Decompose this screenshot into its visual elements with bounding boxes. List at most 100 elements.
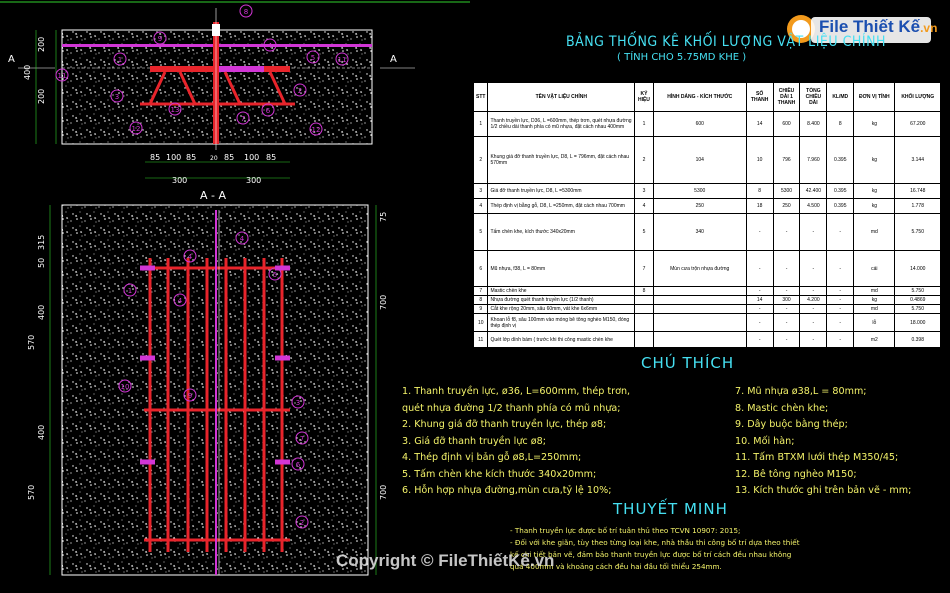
dim-20: 20 bbox=[210, 155, 218, 162]
cell-khoi: 14.000 bbox=[894, 250, 941, 288]
cell-name: Thanh truyền lực, D36, L =600mm, thép tr… bbox=[487, 111, 636, 137]
cell-kl: - bbox=[826, 213, 855, 252]
callout-b-10: 10 bbox=[121, 383, 130, 391]
cell-shape: Mùn cưa trộn nhựa đường bbox=[652, 250, 747, 288]
callout-8: 8 bbox=[244, 8, 248, 16]
cell-kl: 8 bbox=[826, 111, 855, 137]
cell-name: Tấm chèn khe, kích thước 340x20mm bbox=[487, 213, 636, 252]
cell-tong: 4.200 bbox=[799, 295, 828, 306]
cell-ky bbox=[634, 295, 654, 306]
cell-stt: 5 bbox=[472, 213, 489, 252]
cell-name: Mũ nhựa, f38, L = 80mm bbox=[487, 250, 636, 288]
notes-right-line: 13. Kích thước ghi trên bản vẽ - mm; bbox=[735, 485, 912, 496]
cell-tong: 42.400 bbox=[799, 182, 828, 199]
cell-stt: 10 bbox=[472, 313, 489, 333]
callout-b-4b: 4 bbox=[188, 253, 193, 261]
callout-2: 2 bbox=[298, 87, 302, 95]
cell-ky: 3 bbox=[634, 182, 654, 199]
cell-name: Thép định vị bằng gỗ, D8, L =250mm, đặt … bbox=[487, 197, 636, 215]
callout-1: 1 bbox=[118, 56, 122, 64]
cell-shape bbox=[652, 295, 747, 306]
dim-85a: 85 bbox=[150, 153, 160, 162]
callout-11b: 11 bbox=[338, 56, 347, 64]
logo-text: File Thiết Kế bbox=[819, 17, 921, 36]
callout-7: 7 bbox=[241, 115, 245, 123]
dim-85d: 85 bbox=[266, 153, 276, 162]
callout-b-1: 1 bbox=[128, 287, 132, 295]
cell-dv: kg bbox=[853, 197, 896, 215]
cell-dai: - bbox=[772, 304, 801, 315]
th-shape: HÌNH DÁNG - KÍCH THƯỚC bbox=[652, 82, 747, 112]
th-dv: ĐƠN VỊ TÍNH bbox=[853, 82, 896, 112]
callout-3: 3 bbox=[115, 93, 119, 101]
cell-name: Khung giá đỡ thanh truyền lực, D8, L = 7… bbox=[487, 135, 636, 184]
cell-ky: 7 bbox=[634, 250, 654, 288]
cell-dv: m2 bbox=[853, 331, 896, 348]
cell-khoi: 0.4869 bbox=[894, 295, 941, 306]
cell-so: - bbox=[745, 331, 774, 348]
notes-left-line: quét nhựa đường 1/2 thanh phía có mũ nhự… bbox=[402, 402, 621, 414]
notes-right-line: 12. Bê tông nghèo M150; bbox=[735, 468, 857, 480]
callout-b-6: 6 bbox=[296, 461, 301, 469]
dim-570b: 570 bbox=[27, 485, 36, 500]
dim-400a: 400 bbox=[37, 305, 46, 320]
cell-stt: 9 bbox=[472, 304, 489, 315]
cell-kl: - bbox=[826, 286, 855, 297]
cell-ky: 4 bbox=[634, 197, 654, 215]
cell-khoi: 67.200 bbox=[894, 111, 941, 137]
cell-dv: md bbox=[853, 286, 896, 297]
notes-left-line: 6. Hỗn hợp nhựa đường,mùn cưa,tỷ lệ 10%; bbox=[402, 485, 612, 496]
th-stt: STT bbox=[472, 82, 489, 112]
cell-so: - bbox=[745, 213, 774, 252]
cell-khoi: 5.750 bbox=[894, 286, 941, 297]
cell-stt: 7 bbox=[472, 286, 489, 297]
cell-tong: - bbox=[799, 331, 828, 348]
dim-85c: 85 bbox=[224, 153, 234, 162]
th-so: SỐ THANH bbox=[745, 82, 774, 112]
dim-100a: 100 bbox=[166, 153, 181, 162]
cell-ky: 2 bbox=[634, 135, 654, 184]
cell-ky bbox=[634, 313, 654, 333]
notes-right-line: 9. Dây buộc bằng thép; bbox=[735, 419, 848, 430]
th-ky: KÝ HIỆU bbox=[634, 82, 654, 112]
cell-dv: kg bbox=[853, 135, 896, 184]
dim-300b: 300 bbox=[246, 176, 261, 185]
technical-drawing: A A 200 400 200 85 100 85 20 85 100 85 3… bbox=[0, 1, 470, 576]
notes-left-line: 1. Thanh truyền lực, ø36, L=600mm, thép … bbox=[402, 386, 631, 397]
dim-700b: 700 bbox=[379, 485, 388, 500]
notes-title: CHÚ THÍCH bbox=[641, 354, 735, 372]
cell-so: 8 bbox=[745, 182, 774, 199]
table-subtitle: ( TÍNH CHO 5.75MD KHE ) bbox=[617, 52, 747, 63]
cell-dai: 796 bbox=[772, 135, 801, 184]
cell-kl: - bbox=[826, 250, 855, 288]
cell-khoi: 18.000 bbox=[894, 313, 941, 333]
cell-shape bbox=[652, 286, 747, 297]
cell-ky bbox=[634, 331, 654, 348]
logo-suffix: .vn bbox=[920, 21, 938, 35]
th-tong: TỔNG CHIỀU DÀI bbox=[799, 82, 828, 112]
dim-315: 315 bbox=[37, 235, 46, 250]
cell-name: Quét lớp dính bám ( trước khi thi công m… bbox=[487, 331, 636, 348]
cell-dai: 250 bbox=[772, 197, 801, 215]
callout-b-7: 7 bbox=[300, 435, 304, 443]
cell-stt: 4 bbox=[472, 197, 489, 215]
cell-dai: - bbox=[772, 250, 801, 288]
cell-so: - bbox=[745, 313, 774, 333]
cell-khoi: 16.748 bbox=[894, 182, 941, 199]
th-kl: KL/MD bbox=[826, 82, 855, 112]
cell-name: Giá đỡ thanh truyền lực, D8, L =5300mm bbox=[487, 182, 636, 199]
cell-shape: 250 bbox=[652, 197, 747, 215]
section-title: A - A bbox=[200, 189, 226, 202]
cell-stt: 1 bbox=[472, 111, 489, 137]
cell-stt: 11 bbox=[472, 331, 489, 348]
cell-ky: 1 bbox=[634, 111, 654, 137]
cell-tong: - bbox=[799, 304, 828, 315]
dim-top-200a: 200 bbox=[37, 37, 46, 52]
